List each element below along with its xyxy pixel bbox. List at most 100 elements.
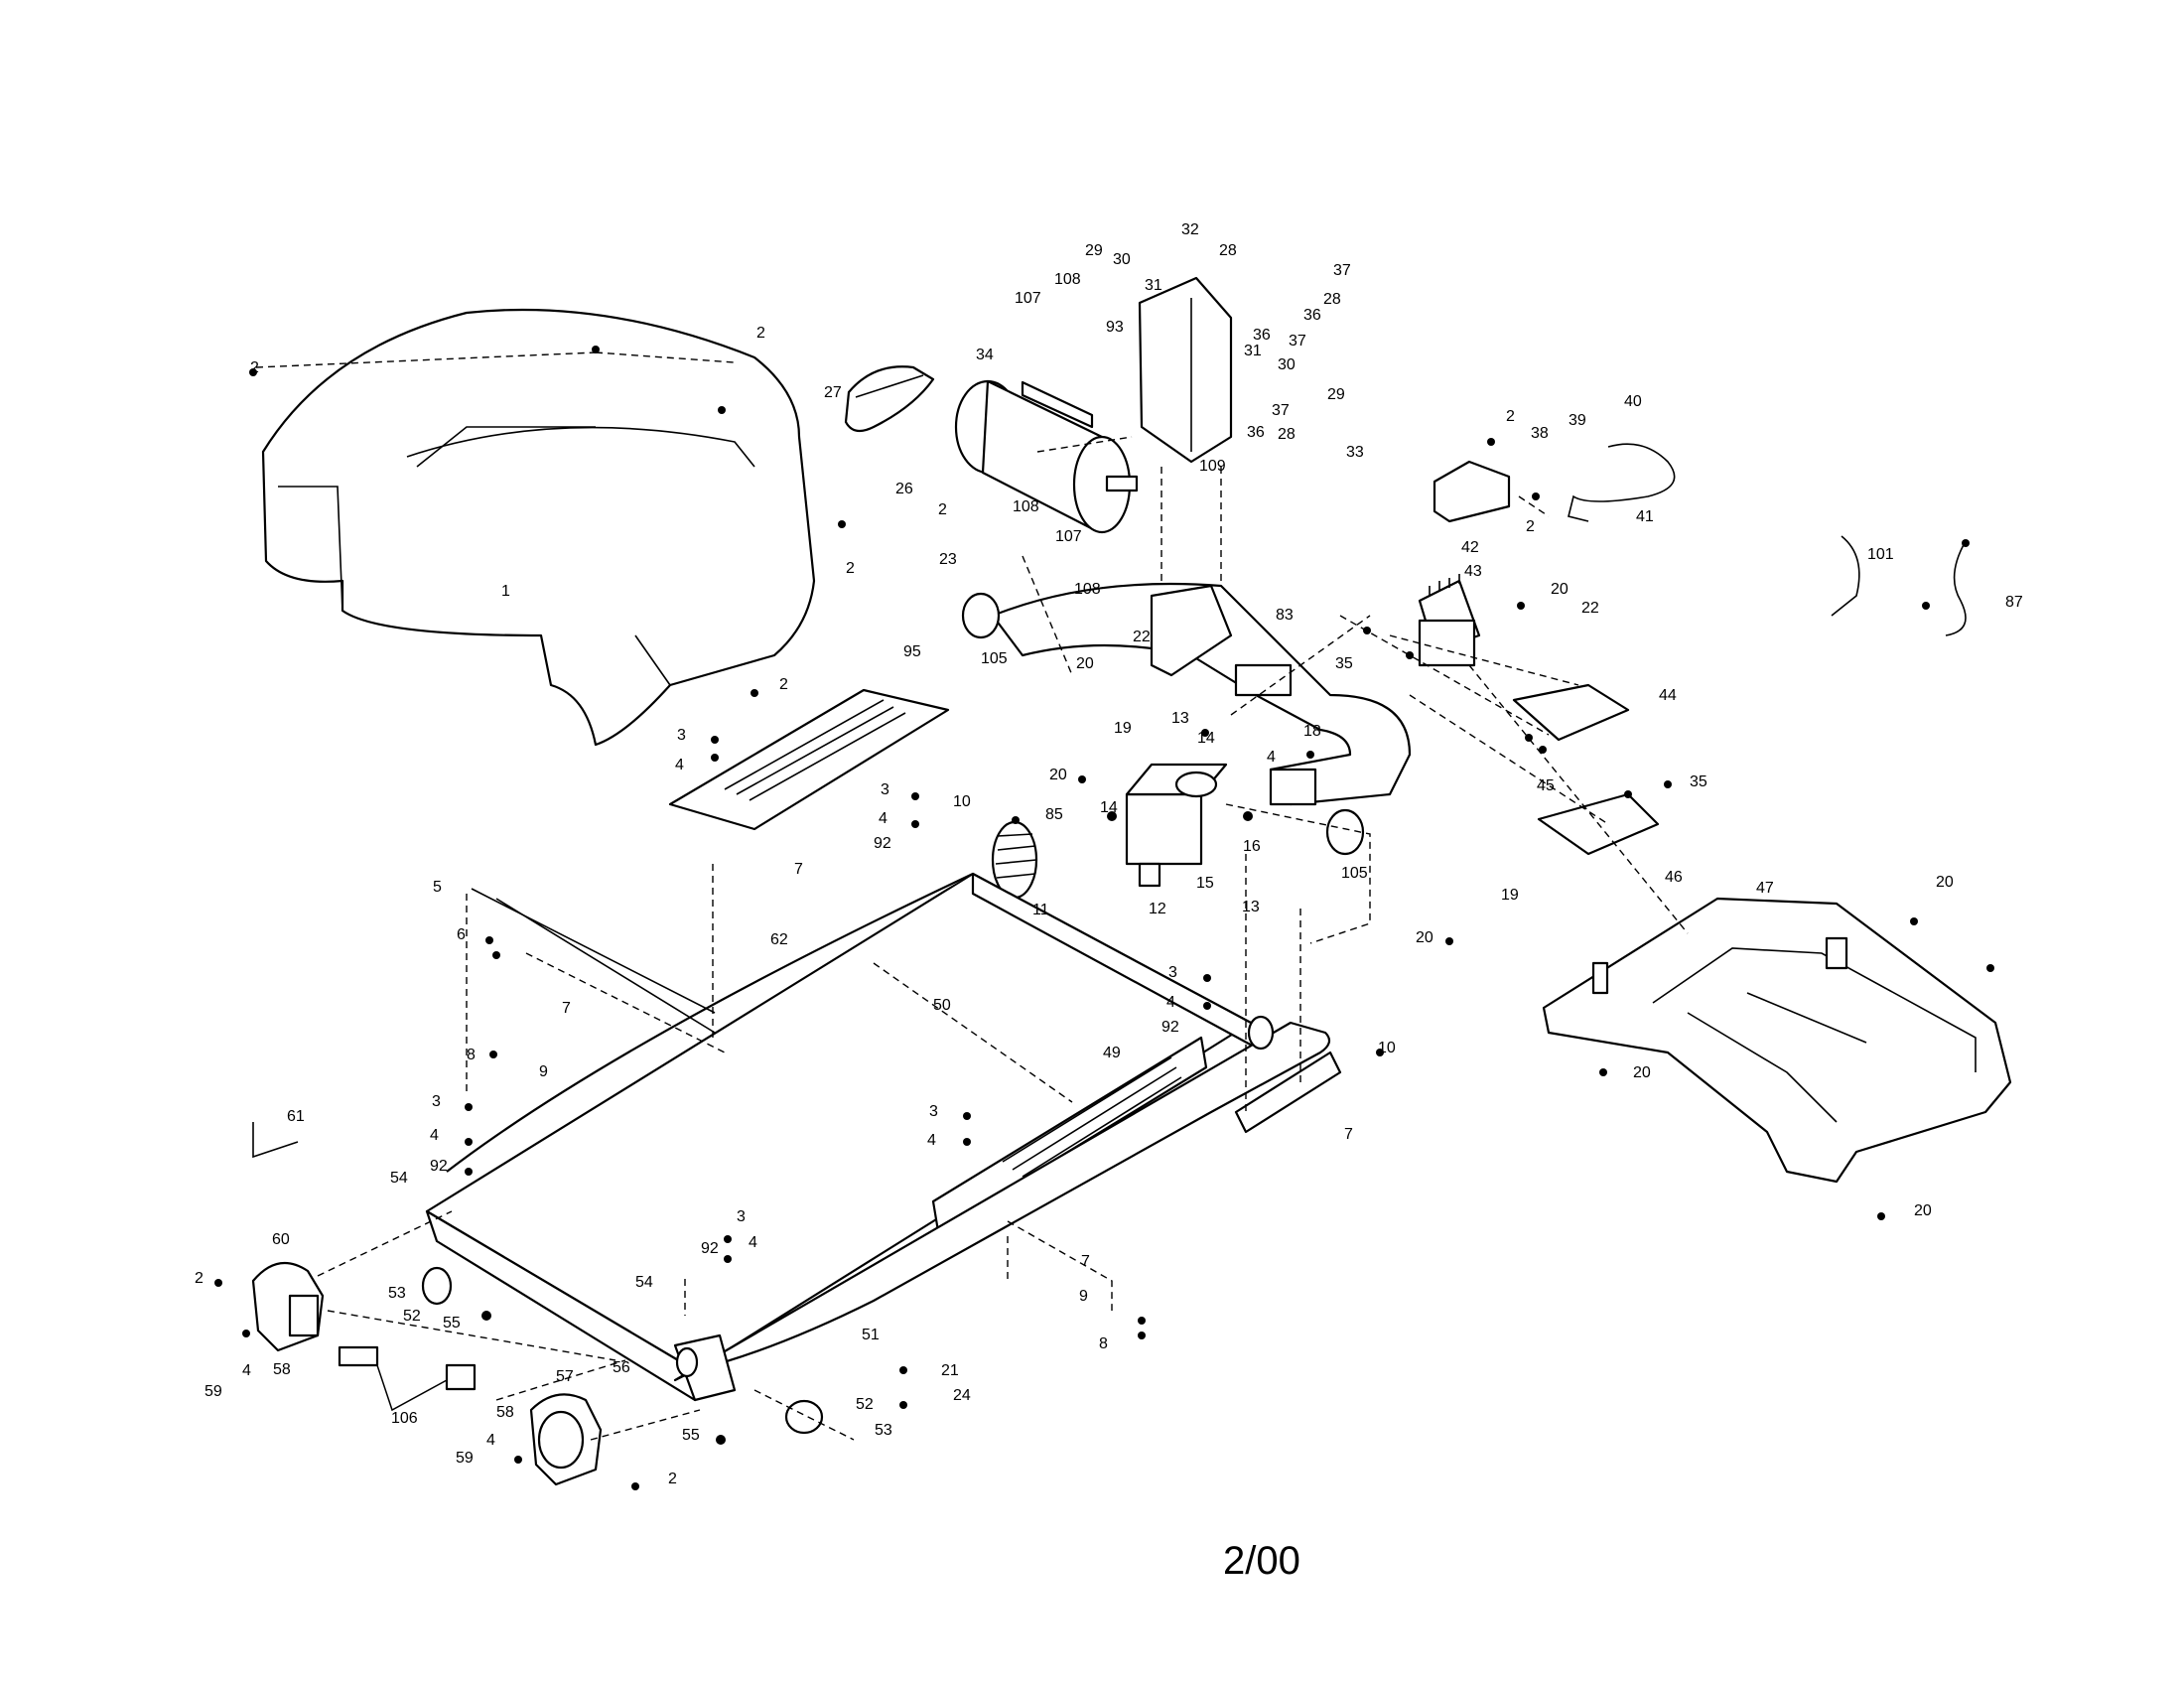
callout-45: 45 [1537,777,1555,794]
callout-3: 3 [677,727,686,744]
callout-2: 2 [1526,518,1535,535]
callout-58: 58 [273,1361,291,1378]
callout-26: 26 [895,481,913,497]
callout-7: 7 [562,1000,571,1017]
callout-52: 52 [856,1396,874,1413]
callout-2: 2 [195,1270,204,1287]
callout-101: 101 [1867,546,1894,563]
callout-31: 31 [1145,277,1162,294]
part-harness-plug-a [338,1345,379,1367]
callout-59: 59 [456,1450,474,1467]
callout-6: 6 [457,926,466,943]
callout-92: 92 [701,1240,719,1257]
callout-37: 37 [1272,402,1290,419]
part-walking-deck [425,872,1342,1402]
callout-9: 9 [1079,1288,1088,1305]
callout-28: 28 [1219,242,1237,259]
part-roller-right [1325,808,1365,856]
part-wire-101 [1831,535,1860,617]
callout-107: 107 [1055,528,1082,545]
callout-58: 58 [496,1404,514,1421]
callout-36: 36 [1303,307,1321,324]
callout-4: 4 [1166,994,1175,1011]
callout-53: 53 [875,1422,892,1439]
callout-30: 30 [1113,251,1131,268]
callout-49: 49 [1103,1045,1121,1061]
callout-109: 109 [1199,458,1226,475]
callout-34: 34 [976,347,994,363]
callout-56: 56 [613,1359,630,1376]
callout-29: 29 [1327,386,1345,403]
callout-3: 3 [881,781,889,798]
callout-2: 2 [1506,408,1515,425]
callout-41: 41 [1636,508,1654,525]
callout-55: 55 [443,1315,461,1332]
diagram-date-code: 2/00 [1223,1539,1300,1583]
callout-40: 40 [1624,393,1642,410]
callout-20: 20 [1076,655,1094,672]
callout-46: 46 [1665,869,1683,886]
callout-92: 92 [430,1158,448,1175]
callout-35: 35 [1690,773,1707,790]
callout-13: 13 [1171,710,1189,727]
callout-9: 9 [539,1063,548,1080]
callout-83: 83 [1276,607,1294,624]
callout-92: 92 [874,835,891,852]
callout-29: 29 [1085,242,1103,259]
part-drive-motor [954,379,1139,534]
part-hex-key [252,1122,299,1159]
callout-59: 59 [205,1383,222,1400]
callout-44: 44 [1659,687,1677,704]
callout-107: 107 [1015,290,1041,307]
callout-60: 60 [272,1231,290,1248]
callout-23: 23 [939,551,957,568]
callout-7: 7 [794,861,803,878]
callout-1: 1 [501,583,510,600]
callout-20: 20 [1633,1064,1651,1081]
callout-4: 4 [879,810,887,827]
callout-36: 36 [1247,424,1265,441]
callout-7: 7 [1344,1126,1353,1143]
part-wheel-right [784,1399,824,1435]
callout-24: 24 [953,1387,971,1404]
callout-labels: 2222127341071082930323128372836373631309… [195,221,2023,1487]
callout-61: 61 [287,1108,305,1125]
callout-108: 108 [1054,271,1081,288]
callout-47: 47 [1756,880,1774,897]
part-motor-hood [255,308,816,747]
callout-4: 4 [675,757,684,773]
callout-50: 50 [933,997,951,1014]
callout-20: 20 [1416,929,1433,946]
callout-20: 20 [1914,1202,1932,1219]
callout-21: 21 [941,1362,959,1379]
callout-16: 16 [1243,838,1261,855]
callout-32: 32 [1181,221,1199,238]
callout-92: 92 [1161,1019,1179,1036]
callout-19: 19 [1114,720,1132,737]
callout-20: 20 [1551,581,1569,598]
callout-35: 35 [1335,655,1353,672]
callout-22: 22 [1581,600,1599,617]
callout-8: 8 [467,1047,476,1063]
callout-2: 2 [938,501,947,518]
callout-10: 10 [953,793,971,810]
callout-51: 51 [862,1327,880,1343]
callout-27: 27 [824,384,842,401]
callout-95: 95 [903,643,921,660]
part-wheel-left [421,1266,453,1306]
callout-108: 108 [1074,581,1101,598]
part-wire-87 [1945,540,1967,636]
callout-108: 108 [1013,498,1039,515]
part-base-pan [1542,897,2012,1184]
callout-55: 55 [682,1427,700,1444]
part-upright-frame [991,582,1412,806]
callout-2: 2 [668,1471,677,1487]
callout-7: 7 [1081,1253,1090,1270]
callout-3: 3 [737,1208,746,1225]
callout-28: 28 [1278,426,1296,443]
callout-3: 3 [929,1103,938,1120]
callout-38: 38 [1531,425,1549,442]
callout-3: 3 [1168,964,1177,981]
callout-93: 93 [1106,319,1124,336]
part-drive-belt [844,365,935,433]
